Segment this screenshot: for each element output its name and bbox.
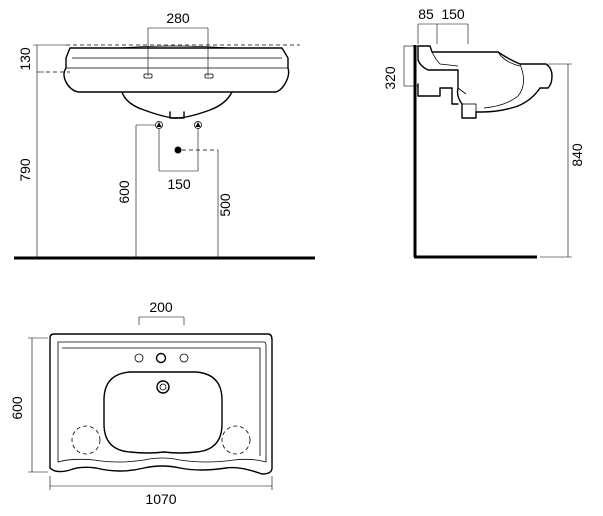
top-depth-label: 600 <box>9 396 25 420</box>
supply-valve-right <box>194 121 202 129</box>
top-tap-hole-right <box>179 353 189 363</box>
supply-height-label: 600 <box>116 180 132 204</box>
front-rim-height-label: 130 <box>17 47 33 71</box>
drain-height-label: 500 <box>217 193 233 217</box>
top-basin-bowl <box>103 371 223 454</box>
side-total-height-label: 840 <box>569 143 585 167</box>
top-basin-outline <box>49 333 273 475</box>
front-drain-outlet <box>169 111 185 119</box>
front-basin-bowl <box>121 91 233 119</box>
top-basin-inner-rim <box>57 341 267 463</box>
side-wall-offset-label: 85 <box>418 6 434 22</box>
top-tap-hole-center <box>155 352 167 364</box>
top-tap-spacing-label: 200 <box>149 299 173 315</box>
top-soap-dish-right <box>221 425 251 455</box>
front-overall-height-label: 790 <box>17 158 33 182</box>
side-wall-bracket <box>417 83 459 105</box>
side-depth-label: 150 <box>441 6 465 22</box>
front-view: 280 130 790 600 500 150 <box>14 10 315 260</box>
top-width-label: 1070 <box>145 491 176 507</box>
drain-connection <box>174 146 182 154</box>
side-drain-outlet <box>461 103 477 119</box>
side-view: 85 150 320 840 <box>382 6 585 259</box>
supply-valve-left <box>155 121 163 129</box>
side-basin-height-label: 320 <box>382 66 398 90</box>
front-tap-hole-right <box>204 73 214 79</box>
side-basin-profile <box>417 45 553 119</box>
top-view: 200 600 1070 <box>9 299 273 507</box>
supply-spacing-label: 150 <box>167 176 191 192</box>
front-basin-rim <box>63 47 290 93</box>
top-drain-hole <box>156 380 170 394</box>
front-width-label: 280 <box>166 10 190 26</box>
top-tap-hole-left <box>134 353 144 363</box>
top-soap-dish-left <box>71 425 101 455</box>
